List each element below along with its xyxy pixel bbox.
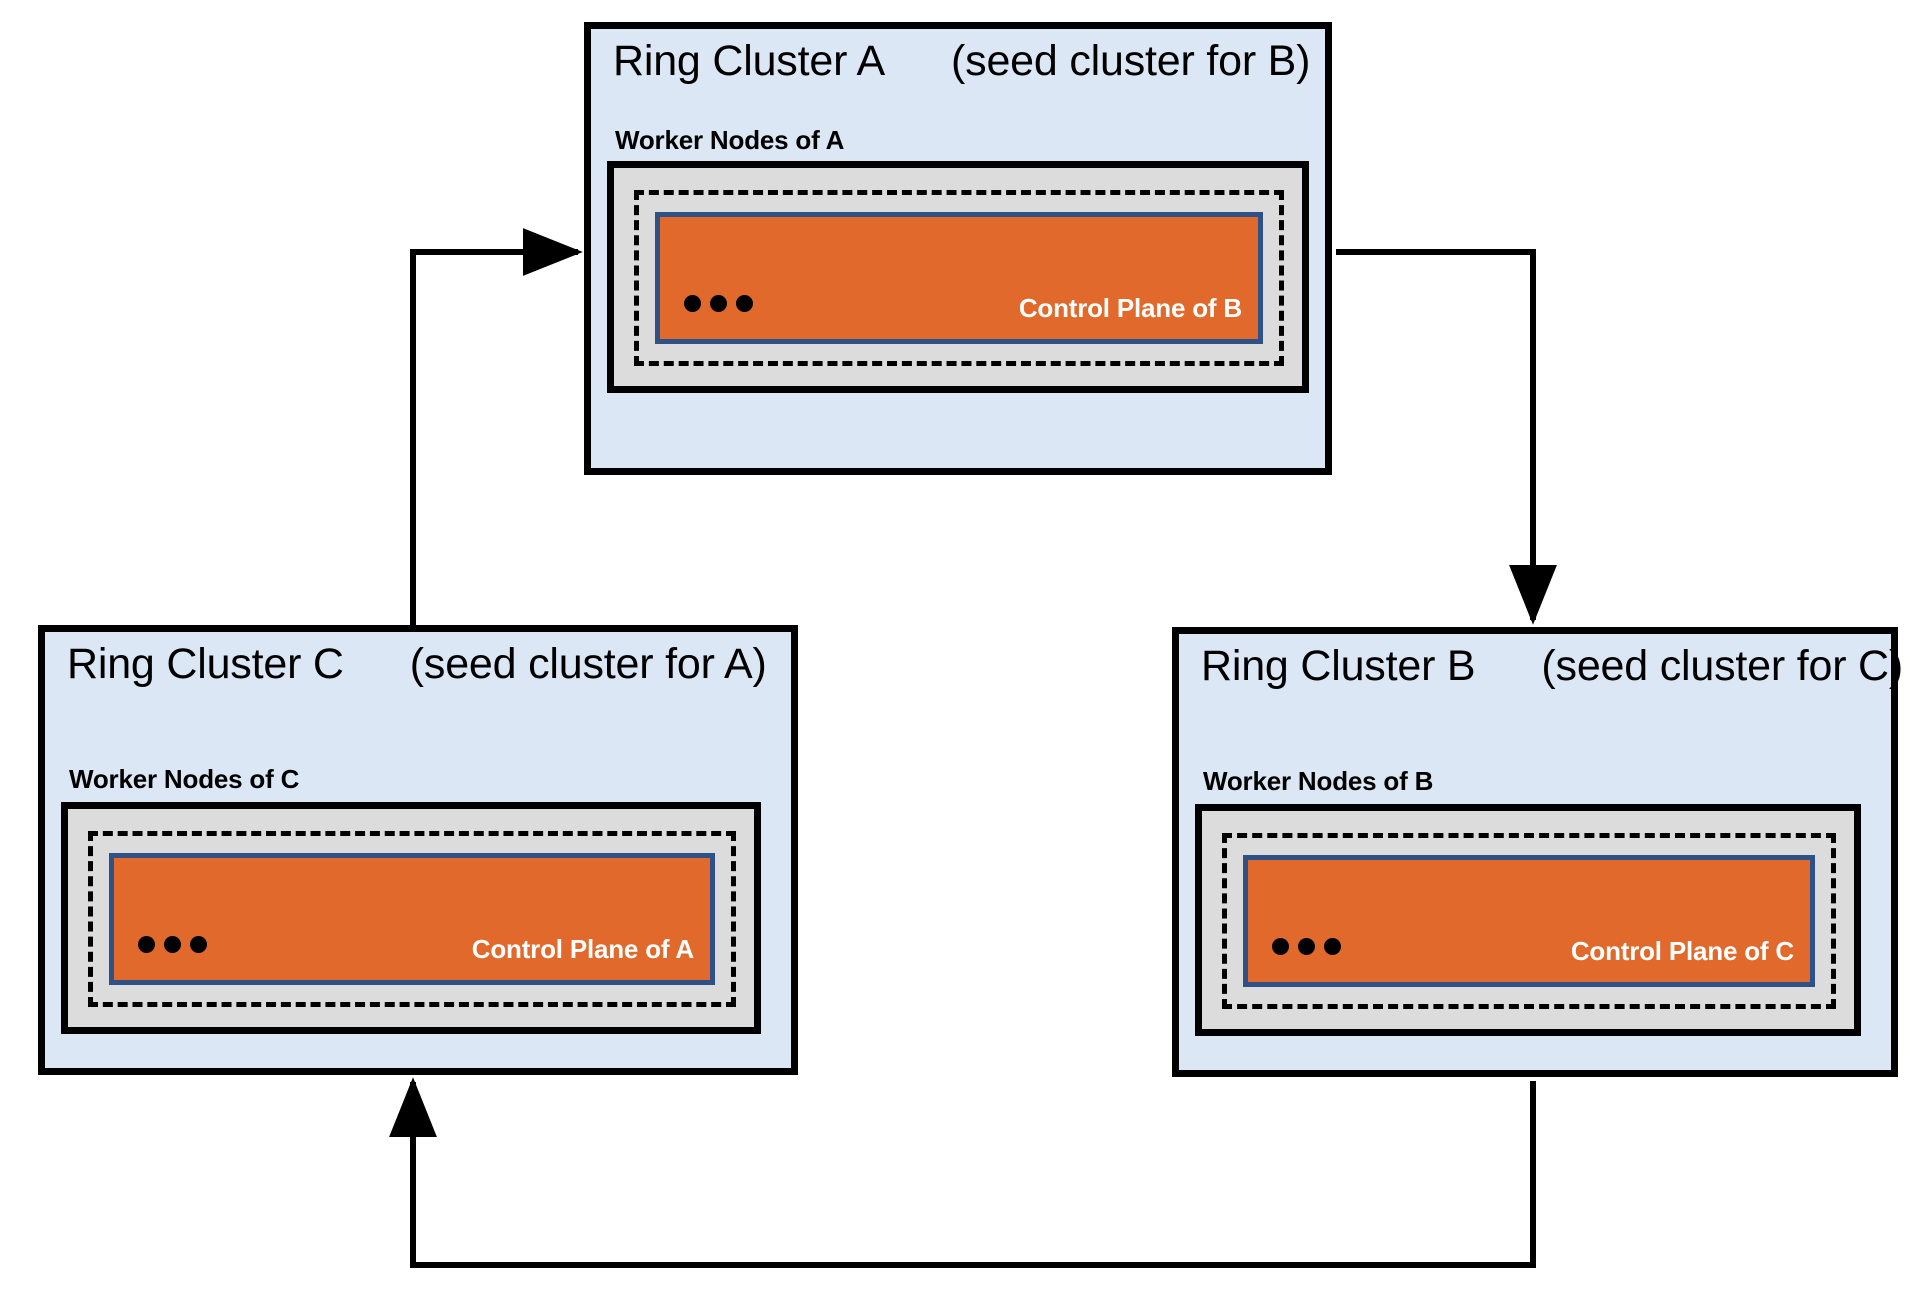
cluster-c[interactable]: Ring Cluster C (seed cluster for A) Worke… (38, 625, 798, 1075)
cluster-b[interactable]: Ring Cluster B (seed cluster for C) Worke… (1172, 627, 1903, 1077)
cluster-c-dashed-boundary (88, 831, 736, 1007)
cluster-b-worker-box[interactable]: Control Plane of C (1195, 804, 1861, 1036)
arrow-c-to-a (410, 228, 583, 625)
cluster-c-title: Ring Cluster C (seed cluster for A) (67, 640, 767, 689)
dot (1298, 938, 1315, 955)
cluster-c-worker-label: Worker Nodes of C (69, 764, 300, 794)
dot (710, 295, 727, 312)
cluster-a[interactable]: Ring Cluster A (seed cluster for B) Worke… (584, 22, 1332, 475)
dot (684, 295, 701, 312)
cluster-c-worker-box[interactable]: Control Plane of A (61, 802, 761, 1034)
cluster-b-ellipsis-icon (1272, 938, 1341, 955)
cluster-c-title-main: Ring Cluster C (67, 640, 344, 688)
cluster-a-worker-label: Worker Nodes of A (615, 125, 845, 155)
cluster-a-title-sub: (seed cluster for B) (951, 37, 1311, 85)
dot (190, 936, 207, 953)
arrow-b-to-c (389, 1077, 1536, 1268)
dot (138, 936, 155, 953)
cluster-b-dashed-boundary (1222, 833, 1836, 1009)
cluster-a-dashed-boundary (634, 190, 1284, 366)
cluster-a-ellipsis-icon (684, 295, 753, 312)
cluster-c-ellipsis-icon (138, 936, 207, 953)
cluster-a-worker-box[interactable]: Control Plane of B (607, 161, 1309, 393)
cluster-b-title: Ring Cluster B (seed cluster for C) (1201, 642, 1903, 691)
cluster-b-control-plane[interactable]: Control Plane of C (1243, 855, 1815, 987)
dot (736, 295, 753, 312)
cluster-a-control-plane[interactable]: Control Plane of B (655, 212, 1263, 344)
cluster-c-control-plane[interactable]: Control Plane of A (109, 853, 715, 985)
cluster-b-title-sub: (seed cluster for C) (1541, 642, 1904, 690)
cluster-c-title-sub: (seed cluster for A) (409, 640, 767, 688)
cluster-b-control-plane-label: Control Plane of C (1570, 936, 1794, 966)
dot (1324, 938, 1341, 955)
cluster-b-worker-label: Worker Nodes of B (1203, 766, 1434, 796)
arrow-a-to-b (1336, 249, 1557, 625)
cluster-a-control-plane-label: Control Plane of B (1018, 293, 1242, 323)
cluster-a-title: Ring Cluster A (seed cluster for B) (613, 37, 1310, 86)
cluster-c-control-plane-label: Control Plane of A (471, 934, 694, 964)
cluster-b-title-main: Ring Cluster B (1201, 642, 1476, 690)
cluster-a-title-main: Ring Cluster A (613, 37, 886, 85)
dot (1272, 938, 1289, 955)
dot (164, 936, 181, 953)
